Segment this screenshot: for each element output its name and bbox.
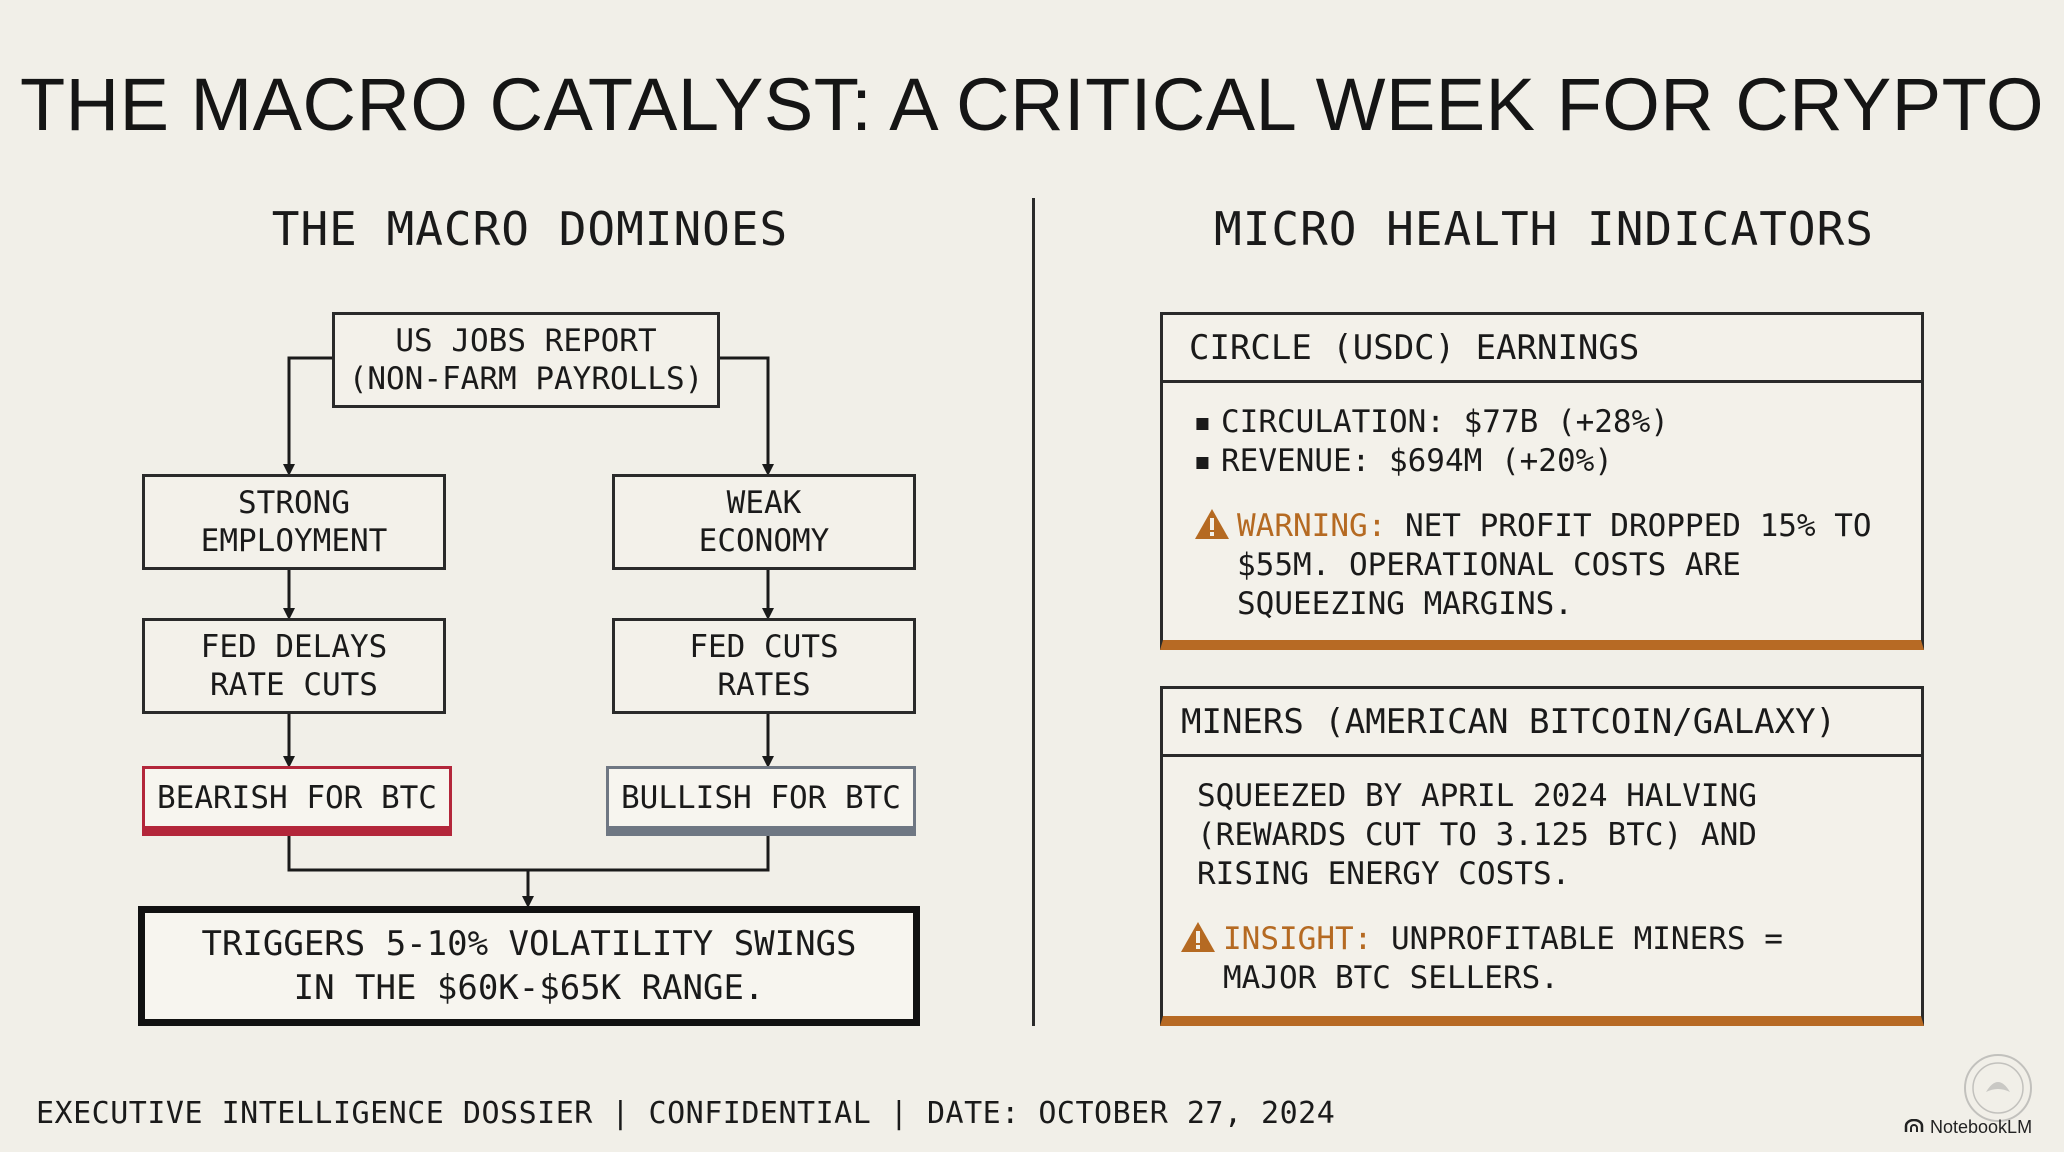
warning-label: WARNING: (1237, 508, 1387, 544)
circle-earnings-card: CIRCLE (USDC) EARNINGS ▪ CIRCULATION: $7… (1160, 312, 1924, 650)
footer-dossier-line: EXECUTIVE INTELLIGENCE DOSSIER | CONFIDE… (36, 1096, 1336, 1131)
fed-cuts-node: FED CUTS RATES (612, 618, 916, 714)
strong-employment-node: STRONG EMPLOYMENT (142, 474, 446, 570)
page-title: THE MACRO CATALYST: A CRITICAL WEEK FOR … (19, 63, 2045, 146)
notebooklm-brand: NotebookLM (1904, 1117, 2032, 1138)
column-divider (1032, 198, 1035, 1026)
weak-economy-node: WEAK ECONOMY (612, 474, 916, 570)
warning-text: WARNING: NET PROFIT DROPPED 15% TO $55M.… (1237, 507, 1895, 624)
warning-icon (1179, 920, 1223, 998)
insight-message: UNPROFITABLE MINERS = MAJOR BTC SELLERS. (1223, 921, 1783, 996)
bullet-icon: ▪ (1193, 404, 1212, 440)
connector-outcomes-merge (287, 834, 770, 872)
miners-card: MINERS (AMERICAN BITCOIN/GALAXY) SQUEEZE… (1160, 686, 1924, 1026)
circulation-stat: CIRCULATION: $77B (+28%) (1221, 404, 1669, 440)
brand-label: NotebookLM (1930, 1117, 2033, 1137)
jobs-report-node: US JOBS REPORT (NON-FARM PAYROLLS) (332, 312, 720, 408)
seal-icon (1962, 1052, 2034, 1124)
warning-message: NET PROFIT DROPPED 15% TO $55M. OPERATIO… (1237, 508, 1872, 622)
notebooklm-logo-icon (1904, 1117, 1924, 1138)
bullet-icon: ▪ (1193, 443, 1212, 479)
list-item: ▪ CIRCULATION: $77B (+28%) (1193, 403, 1895, 442)
bearish-badge: BEARISH FOR BTC (142, 766, 452, 836)
miners-description: SQUEEZED BY APRIL 2024 HALVING (REWARDS … (1197, 778, 1757, 892)
connector-top-to-weak (720, 356, 774, 476)
insight-text: INSIGHT: UNPROFITABLE MINERS = MAJOR BTC… (1223, 920, 1881, 998)
miners-insight: INSIGHT: UNPROFITABLE MINERS = MAJOR BTC… (1179, 920, 1881, 998)
miners-card-header: MINERS (AMERICAN BITCOIN/GALAXY) (1163, 689, 1921, 757)
circle-card-header: CIRCLE (USDC) EARNINGS (1163, 315, 1921, 383)
revenue-stat: REVENUE: $694M (+20%) (1221, 443, 1613, 479)
warning-icon (1193, 507, 1237, 624)
insight-label: INSIGHT: (1223, 921, 1373, 957)
list-item: ▪ REVENUE: $694M (+20%) (1193, 442, 1895, 481)
macro-dominoes-heading: THE MACRO DOMINOES (271, 202, 789, 256)
bullish-badge: BULLISH FOR BTC (606, 766, 916, 836)
volatility-result-box: TRIGGERS 5-10% VOLATILITY SWINGS IN THE … (138, 906, 920, 1026)
connector-top-to-strong (283, 356, 332, 476)
micro-health-heading: MICRO HEALTH INDICATORS (1214, 202, 1874, 256)
circle-warning: WARNING: NET PROFIT DROPPED 15% TO $55M.… (1193, 507, 1895, 624)
fed-delays-node: FED DELAYS RATE CUTS (142, 618, 446, 714)
